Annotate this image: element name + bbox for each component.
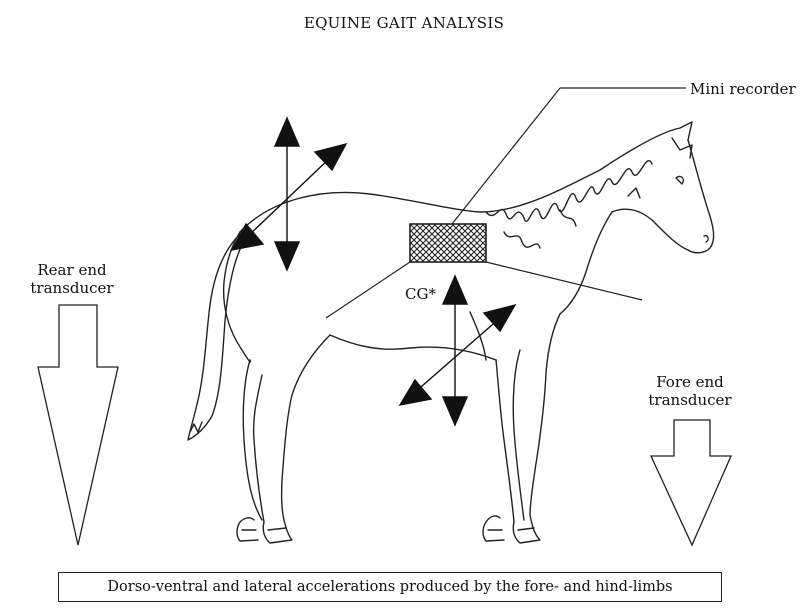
rear-transducer-label-line1: Rear end [28, 261, 116, 279]
fore-transducer-label: Fore end transducer [640, 373, 740, 409]
rear-acceleration-arrows [232, 118, 346, 270]
fore-transducer-label-line2: transducer [640, 391, 740, 409]
caption-text: Dorso-ventral and lateral accelerations … [107, 579, 672, 595]
horse-outline [188, 122, 714, 543]
diagram-title: EQUINE GAIT ANALYSIS [0, 14, 808, 32]
rear-transducer-label: Rear end transducer [28, 261, 116, 297]
mini-recorder-box [410, 224, 486, 262]
recorder-leader-lines [326, 88, 686, 318]
caption-box: Dorso-ventral and lateral accelerations … [58, 572, 722, 602]
mini-recorder-label: Mini recorder [690, 80, 796, 98]
fore-transducer-label-line1: Fore end [640, 373, 740, 391]
rear-transducer-arrow [38, 305, 118, 545]
fore-transducer-arrow [651, 420, 731, 545]
center-of-gravity-label: CG* [405, 285, 436, 303]
rear-transducer-label-line2: transducer [28, 279, 116, 297]
